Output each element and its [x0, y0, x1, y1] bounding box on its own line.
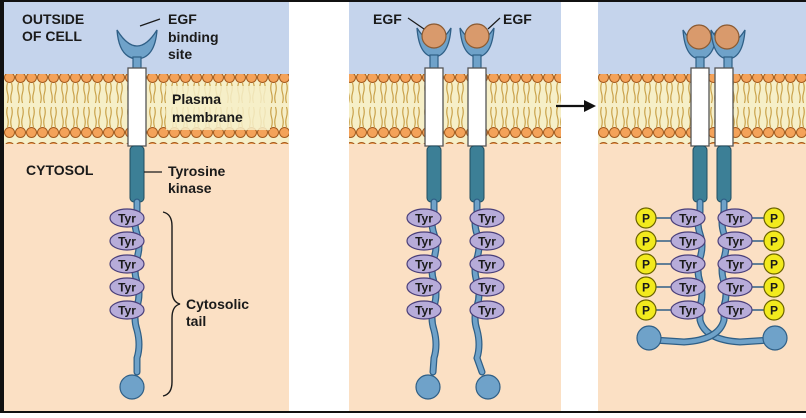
tyr-residue: Tyr	[469, 254, 505, 274]
tyr-label: Tyr	[726, 235, 744, 249]
tyr-label: Tyr	[415, 235, 433, 249]
tyr-residue: Tyr	[469, 231, 505, 251]
tyr-residue: Tyr	[469, 208, 505, 228]
tyr-residue: Tyr	[109, 277, 145, 297]
tyr-label: Tyr	[679, 235, 697, 249]
phosphate-group: P	[763, 207, 785, 229]
phosphate-group: P	[635, 207, 657, 229]
tyr-residue: Tyr	[717, 277, 753, 297]
tyr-label: Tyr	[118, 304, 136, 318]
egf-binding-site-label-line2: binding	[168, 29, 219, 45]
tyr-residue: Tyr	[109, 300, 145, 320]
tyr-label: Tyr	[118, 235, 136, 249]
phosphate-group: P	[635, 299, 657, 321]
tyr-label: Tyr	[478, 281, 496, 295]
tyr-residue: Tyr	[406, 277, 442, 297]
tyr-label: Tyr	[478, 235, 496, 249]
tyr-label: Tyr	[415, 258, 433, 272]
phosphate-label: P	[770, 212, 778, 226]
tyr-residue: Tyr	[469, 300, 505, 320]
tyr-label: Tyr	[118, 281, 136, 295]
outside-label-line1: OUTSIDE	[22, 11, 84, 27]
phosphate-label: P	[770, 281, 778, 295]
tyr-label: Tyr	[726, 281, 744, 295]
tyrosine-kinase-label-line1: Tyrosine	[168, 163, 226, 179]
tyr-label: Tyr	[679, 281, 697, 295]
tail-end-knob	[119, 374, 145, 400]
phosphate-label: P	[642, 258, 650, 272]
panel-egf-bound	[349, 2, 561, 411]
tyr-residue: Tyr	[109, 254, 145, 274]
tyr-label: Tyr	[679, 212, 697, 226]
egf-ligand	[714, 24, 740, 50]
tyr-residue: Tyr	[670, 254, 706, 274]
egf-label-right: EGF	[503, 11, 532, 27]
tyr-residue: Tyr	[717, 208, 753, 228]
phosphate-label: P	[770, 304, 778, 318]
binding-site-cup	[116, 29, 158, 60]
tyr-residue: Tyr	[406, 300, 442, 320]
phosphate-label: P	[770, 258, 778, 272]
egf-binding-site-label-line1: EGF	[168, 11, 197, 27]
phosphate-group: P	[763, 299, 785, 321]
tyr-residue: Tyr	[109, 231, 145, 251]
tyr-residue: Tyr	[406, 208, 442, 228]
tyr-label: Tyr	[478, 212, 496, 226]
tyr-residue: Tyr	[469, 277, 505, 297]
cytosolic-tail-label-line2: tail	[186, 313, 206, 329]
plasma-membrane-label-line2: membrane	[172, 109, 243, 125]
tyr-label: Tyr	[726, 212, 744, 226]
phosphate-label: P	[642, 235, 650, 249]
phosphate-group: P	[763, 230, 785, 252]
tyr-residue: Tyr	[109, 208, 145, 228]
phosphate-label: P	[642, 281, 650, 295]
cytosolic-tail-label-line1: Cytosolic	[186, 296, 249, 312]
labels: OUTSIDE OF CELL EGF binding site Plasma …	[22, 11, 532, 329]
plasma-membrane-label-line1: Plasma	[172, 91, 221, 107]
phosphate-group: P	[635, 276, 657, 298]
tyr-residue: Tyr	[670, 231, 706, 251]
egf-ligand	[421, 23, 447, 49]
tyr-residue: Tyr	[670, 277, 706, 297]
tyr-label: Tyr	[679, 304, 697, 318]
egf-label-left: EGF	[373, 11, 402, 27]
egf-ligand	[686, 24, 712, 50]
phosphate-group: P	[635, 253, 657, 275]
tyr-label: Tyr	[726, 258, 744, 272]
tyr-label: Tyr	[415, 212, 433, 226]
panel-monomer	[4, 2, 289, 411]
tyr-label: Tyr	[415, 281, 433, 295]
tyr-label: Tyr	[118, 212, 136, 226]
tyr-residue: Tyr	[670, 208, 706, 228]
tyr-label: Tyr	[726, 304, 744, 318]
transition-arrow	[556, 100, 596, 112]
tyr-residue: Tyr	[717, 254, 753, 274]
phosphate-label: P	[642, 304, 650, 318]
tyrosine-kinase-domain	[129, 145, 145, 203]
phosphate-label: P	[770, 235, 778, 249]
phosphate-label: P	[642, 212, 650, 226]
tyr-residue: Tyr	[670, 300, 706, 320]
tyr-residue: Tyr	[717, 300, 753, 320]
phosphate-group: P	[763, 253, 785, 275]
cytosol-label: CYTOSOL	[26, 162, 94, 178]
phosphate-group: P	[635, 230, 657, 252]
tyr-label: Tyr	[478, 304, 496, 318]
tyr-residue: Tyr	[717, 231, 753, 251]
tyr-residue: Tyr	[406, 254, 442, 274]
outside-label-line2: OF CELL	[22, 28, 82, 44]
egf-binding-site-label-line3: site	[168, 46, 192, 62]
tyr-label: Tyr	[478, 258, 496, 272]
egf-ligand	[464, 23, 490, 49]
tyr-label: Tyr	[118, 258, 136, 272]
phosphate-group: P	[763, 276, 785, 298]
tyr-label: Tyr	[679, 258, 697, 272]
tyr-residue: Tyr	[406, 231, 442, 251]
cytosolic-tail-brace	[162, 211, 181, 397]
tyrosine-kinase-label-line2: kinase	[168, 180, 212, 196]
tyr-label: Tyr	[415, 304, 433, 318]
